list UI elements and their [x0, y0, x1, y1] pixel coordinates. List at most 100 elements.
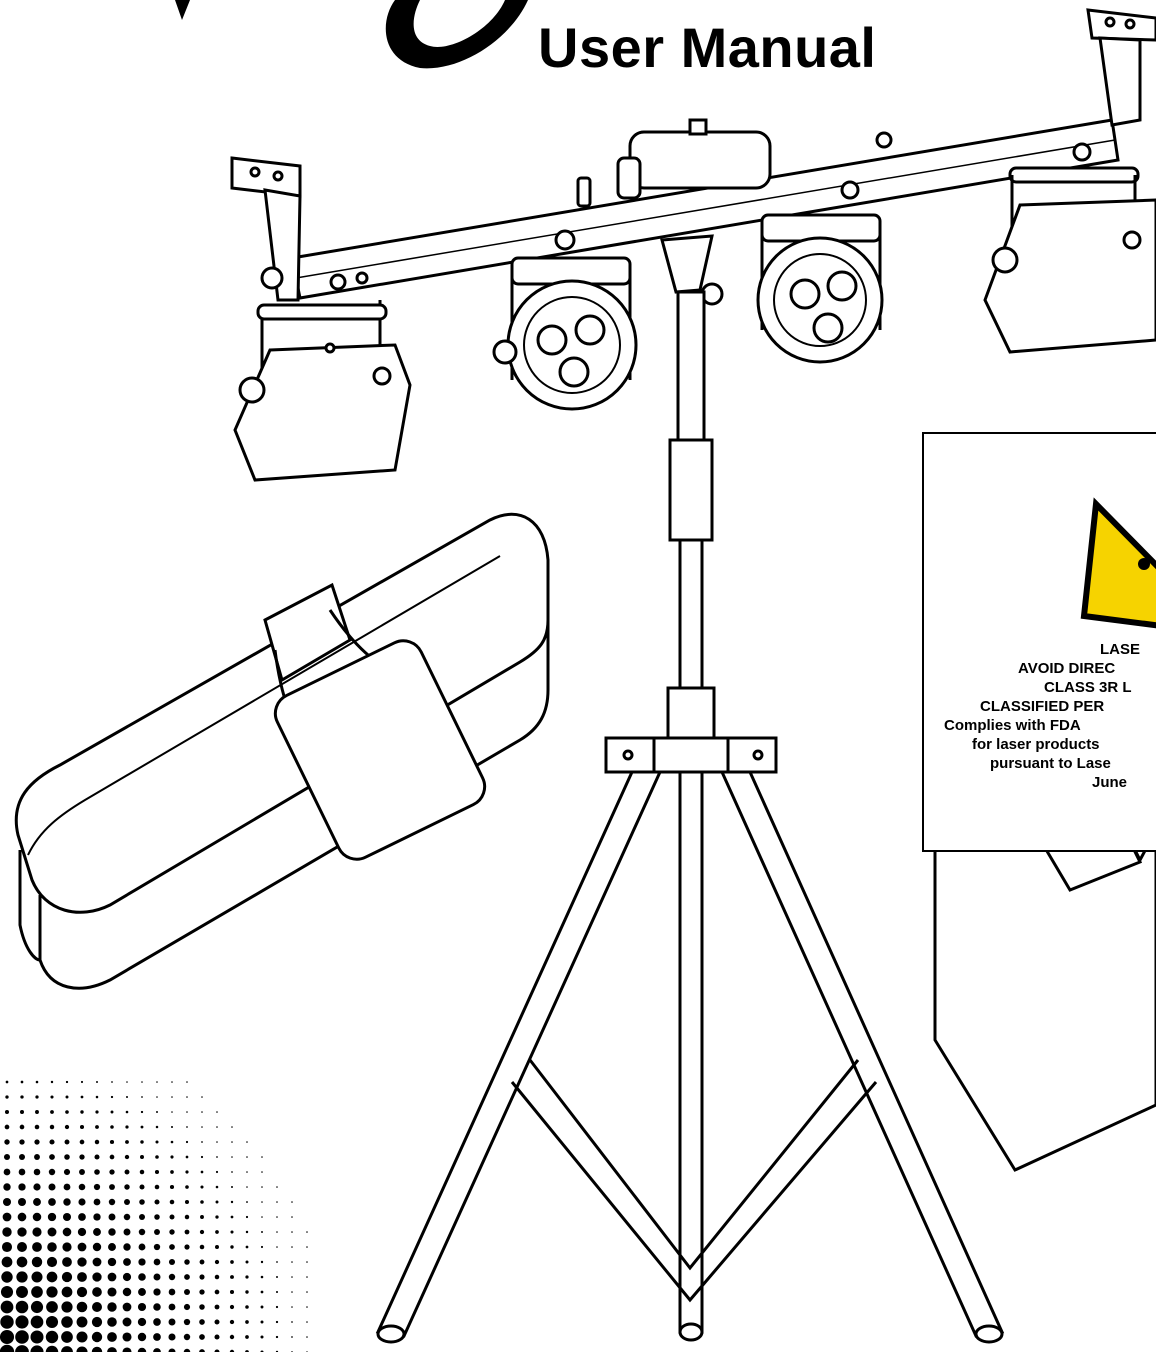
halftone-dot — [46, 1301, 58, 1313]
halftone-dot — [199, 1229, 205, 1235]
halftone-dot — [79, 1169, 85, 1175]
halftone-dot — [76, 1316, 88, 1328]
halftone-dot — [214, 1259, 220, 1265]
halftone-dot — [199, 1319, 205, 1325]
halftone-dot — [246, 1141, 248, 1143]
fixture-par-left — [492, 256, 638, 411]
halftone-dot — [138, 1243, 146, 1251]
halftone-dot — [199, 1289, 205, 1295]
halftone-dot — [245, 1260, 249, 1264]
warning-line-4: CLASSIFIED PER — [980, 698, 1105, 715]
halftone-dot — [291, 1261, 293, 1263]
fixture-right-flower — [983, 166, 1156, 354]
halftone-dot — [64, 1154, 70, 1160]
halftone-dot — [245, 1275, 249, 1279]
halftone-dot — [30, 1300, 44, 1314]
halftone-dot — [138, 1258, 146, 1266]
halftone-dot — [260, 1320, 264, 1324]
halftone-dot — [107, 1257, 117, 1267]
halftone-dot — [62, 1227, 72, 1237]
halftone-dot — [137, 1332, 147, 1342]
halftone-dot — [215, 1200, 219, 1204]
halftone-dot — [20, 1110, 24, 1114]
halftone-dot — [153, 1348, 161, 1352]
halftone-dot — [246, 1201, 248, 1203]
halftone-dot — [109, 1154, 115, 1160]
halftone-dot — [306, 1231, 308, 1233]
halftone-dot — [245, 1320, 249, 1324]
halftone-dot — [156, 1081, 158, 1083]
halftone-dot — [79, 1154, 85, 1160]
halftone-dot — [306, 1261, 308, 1263]
halftone-dot — [215, 1185, 219, 1189]
halftone-dot — [183, 1303, 191, 1311]
halftone-dot — [34, 1154, 40, 1160]
halftone-dot — [15, 1345, 29, 1352]
halftone-dot — [245, 1215, 249, 1219]
halftone-dot — [276, 1186, 278, 1188]
halftone-dot — [2, 1212, 12, 1222]
halftone-dot — [48, 1168, 56, 1176]
halftone-dot — [170, 1170, 174, 1174]
halftone-dot — [184, 1274, 190, 1280]
halftone-dot — [291, 1246, 293, 1248]
halftone-dot — [33, 1198, 41, 1206]
halftone-dot — [276, 1201, 278, 1203]
halftone-dot — [111, 1081, 113, 1083]
halftone-dot — [80, 1095, 84, 1099]
halftone-dot — [123, 1258, 131, 1266]
halftone-dot — [19, 1139, 25, 1145]
halftone-dot — [260, 1245, 264, 1249]
halftone-dot — [169, 1199, 175, 1205]
halftone-dot — [201, 1126, 203, 1128]
warning-line-1: LASE — [1100, 641, 1141, 658]
halftone-dot — [15, 1315, 29, 1329]
halftone-dot — [31, 1286, 43, 1298]
halftone-dot — [125, 1110, 129, 1114]
halftone-dot — [199, 1334, 205, 1340]
halftone-dot — [229, 1349, 235, 1352]
halftone-dot — [45, 1315, 59, 1329]
halftone-dot — [246, 1186, 248, 1188]
halftone-dot — [122, 1347, 132, 1352]
halftone-dot — [291, 1336, 293, 1338]
halftone-dot — [171, 1111, 173, 1113]
halftone-dot — [0, 1300, 14, 1314]
halftone-dot — [275, 1335, 279, 1339]
halftone-dot — [4, 1139, 10, 1145]
halftone-dot — [140, 1110, 144, 1114]
halftone-dot — [183, 1333, 191, 1341]
halftone-dot — [1, 1241, 13, 1253]
halftone-dot — [20, 1080, 24, 1084]
halftone-dot — [77, 1272, 87, 1282]
halftone-dot — [260, 1305, 264, 1309]
halftone-dot — [3, 1183, 11, 1191]
halftone-dot — [306, 1306, 308, 1308]
halftone-dot — [170, 1155, 174, 1159]
halftone-dot — [184, 1214, 190, 1220]
halftone-dot — [123, 1228, 131, 1236]
halftone-dot — [229, 1334, 235, 1340]
halftone-dot — [31, 1256, 43, 1268]
halftone-dot — [260, 1260, 264, 1264]
halftone-dot — [138, 1228, 146, 1236]
halftone-dot — [156, 1096, 158, 1098]
halftone-dot — [200, 1215, 204, 1219]
halftone-dot — [108, 1228, 116, 1236]
halftone-dot — [216, 1141, 218, 1143]
halftone-dot — [170, 1140, 174, 1144]
halftone-dot — [3, 1153, 11, 1161]
halftone-dot — [140, 1140, 144, 1144]
halftone-dot — [107, 1287, 117, 1297]
halftone-dot — [4, 1109, 10, 1115]
halftone-dot — [260, 1335, 264, 1339]
halftone-dot — [306, 1276, 308, 1278]
halftone-dot — [155, 1125, 159, 1129]
halftone-dot — [30, 1330, 44, 1344]
halftone-dot — [91, 1346, 103, 1352]
halftone-dot — [125, 1095, 129, 1099]
halftone-dot — [49, 1139, 55, 1145]
halftone-dot — [93, 1213, 101, 1221]
halftone-dot — [230, 1200, 234, 1204]
halftone-dot — [18, 1198, 26, 1206]
